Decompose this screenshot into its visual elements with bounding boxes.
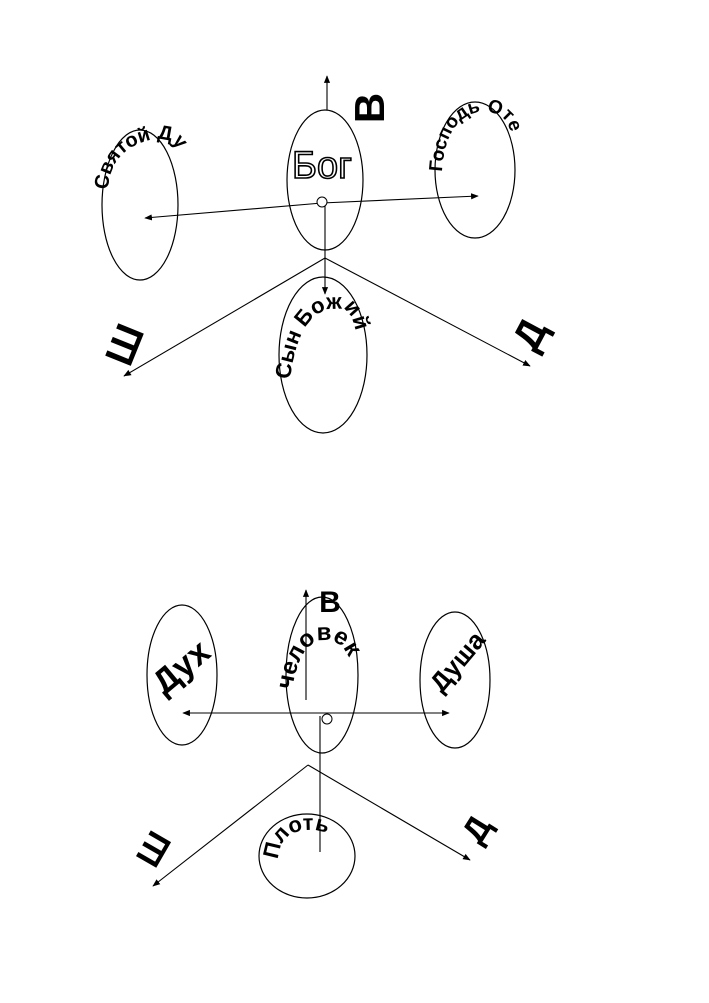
bottom-axis-up-label: В [319, 586, 341, 619]
top-horizontal-axis-left [144, 202, 323, 221]
bottom-right-diagonal [307, 764, 471, 861]
top-left-label: Святой Дух [0, 0, 192, 191]
top-left-ellipse [101, 129, 179, 281]
top-right-diagonal [324, 257, 531, 367]
top-center-label: Бог [292, 145, 352, 187]
top-axis-right-label: Д [504, 312, 556, 358]
bottom-diagram: человек Дух Душа Плоть В Ш Д [129, 586, 500, 899]
bottom-axis-left-label: Ш [129, 825, 179, 874]
bottom-center-ellipse [285, 596, 359, 754]
bottom-bottom-label: Плоть [258, 810, 332, 861]
top-bottom-ellipse [278, 276, 368, 434]
bottom-center-label: человек [271, 619, 367, 691]
top-right-label: Господь Отец [0, 0, 526, 172]
top-origin-point [316, 196, 328, 208]
bottom-right-ellipse [419, 611, 491, 749]
top-axis-up-label: В [346, 93, 393, 123]
bottom-left-label: Дух [145, 632, 218, 702]
bottom-left-diagonal [152, 764, 309, 887]
top-bottom-label: Сын Божий [270, 289, 375, 381]
bottom-bottom-ellipse [258, 813, 356, 899]
top-diagram: Бог Святой Дух Господь Отец Сын Божий В … [0, 0, 556, 434]
bottom-axis-right-label: Д [455, 809, 500, 850]
top-left-diagonal [123, 257, 326, 377]
bottom-left-ellipse [146, 604, 218, 746]
top-right-ellipse [434, 101, 516, 239]
top-horizontal-axis-right [321, 193, 479, 204]
bottom-origin-point [321, 713, 333, 725]
